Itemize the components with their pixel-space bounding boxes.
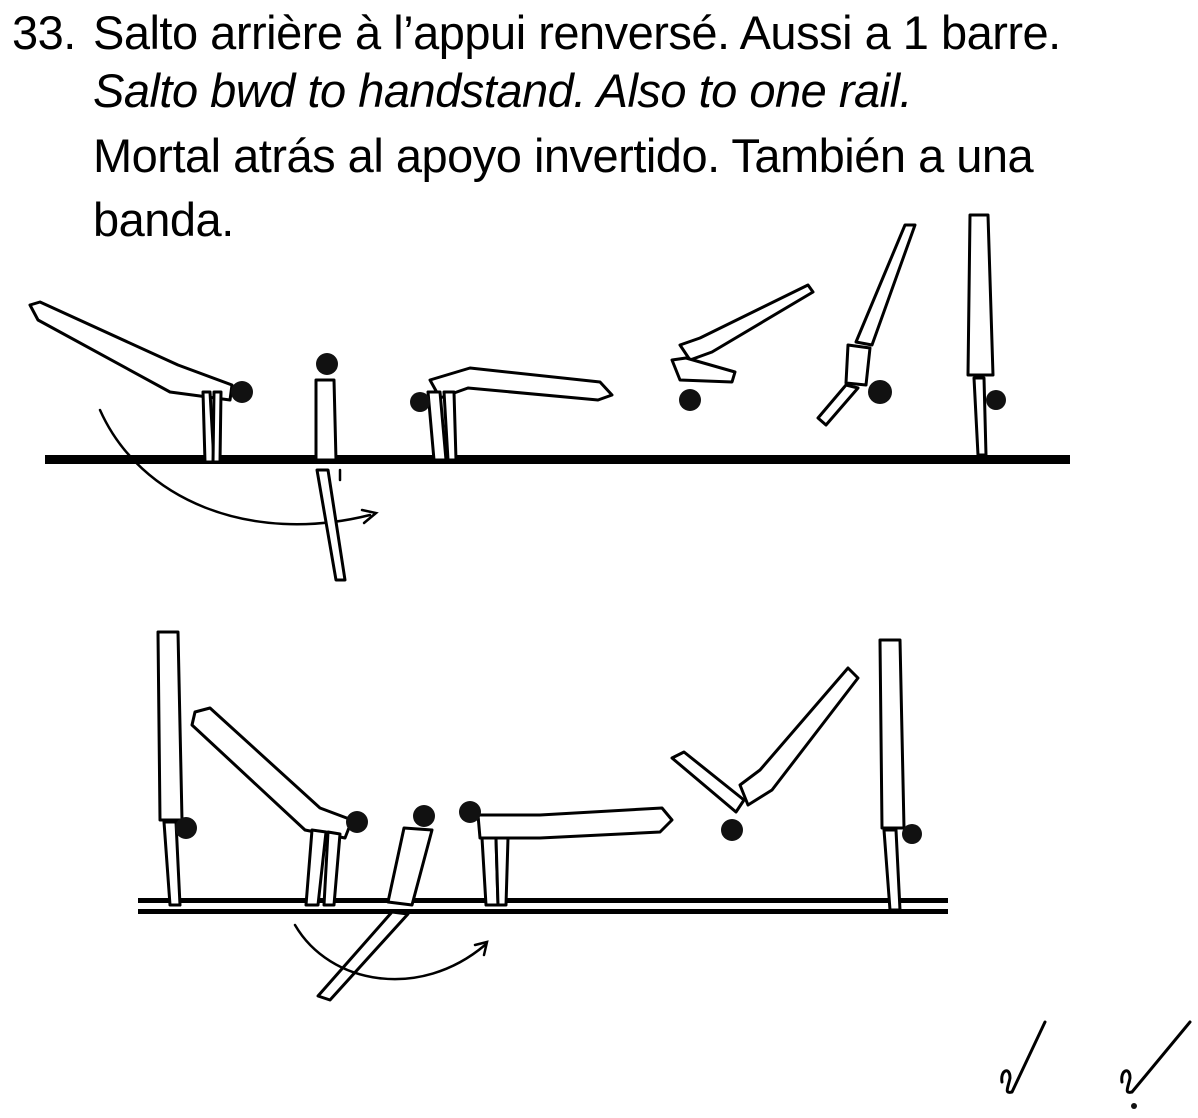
title-spanish-line1: Mortal atrás al apoyo invertido. También… (93, 129, 1034, 182)
bottom-swing-arc (293, 923, 487, 981)
bottom-illustration (138, 630, 948, 1002)
top-illustration (28, 213, 1070, 582)
top-figure-3 (410, 366, 614, 462)
bottom-figure-6 (878, 638, 922, 912)
bottom-figure-5 (670, 666, 860, 841)
check-marks-icon (1000, 1020, 1192, 1109)
bottom-figure-4 (459, 801, 674, 907)
top-figure-6 (966, 213, 1006, 457)
top-figure-2 (314, 353, 347, 582)
top-swing-arc (98, 408, 372, 526)
top-figure-4 (670, 283, 815, 411)
top-figure-5 (816, 223, 917, 427)
title-spanish-line2: banda. (93, 193, 234, 246)
title-english: Salto bwd to handstand. Also to one rail… (93, 64, 913, 117)
top-rail (45, 455, 1070, 464)
bottom-figure-1 (156, 630, 197, 907)
title-french: Salto arrière à l’appui renversé. Aussi … (93, 6, 1061, 59)
item-number: 33. (12, 6, 76, 59)
bottom-figure-2 (190, 706, 368, 907)
top-figure-1 (28, 300, 253, 464)
bottom-rail-lower (138, 909, 948, 914)
bottom-rail-upper (138, 898, 948, 903)
